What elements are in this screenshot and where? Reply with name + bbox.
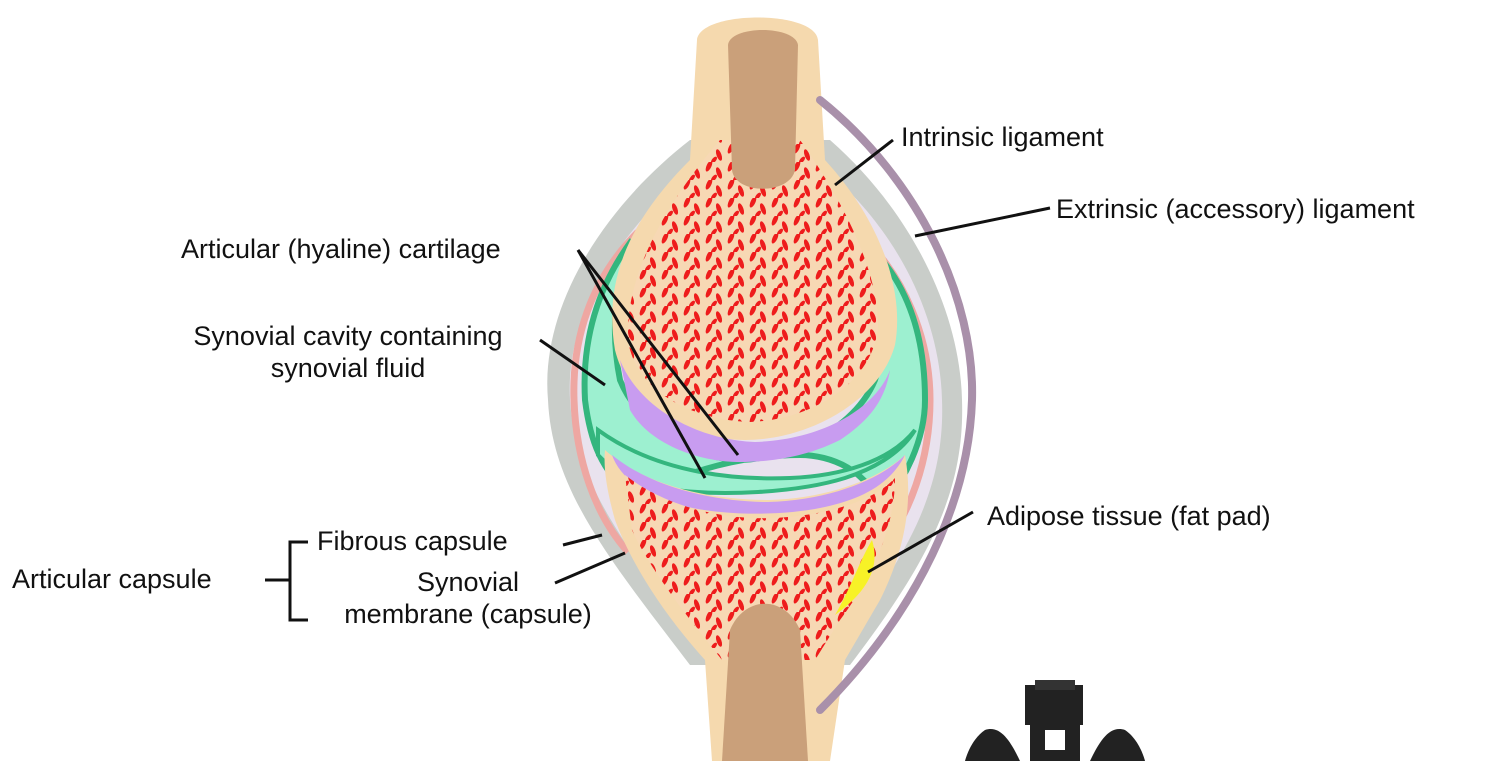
label-synovial-membrane-line2: membrane (capsule) — [318, 598, 618, 630]
articular-capsule-bracket — [265, 542, 308, 620]
institution-crest — [965, 680, 1145, 761]
label-synovial-cavity-line2: synovial fluid — [158, 352, 538, 384]
label-fibrous-capsule: Fibrous capsule — [317, 525, 508, 557]
label-adipose-tissue: Adipose tissue (fat pad) — [987, 500, 1271, 532]
label-extrinsic-ligament: Extrinsic (accessory) ligament — [1056, 193, 1415, 225]
label-intrinsic-ligament: Intrinsic ligament — [901, 121, 1104, 153]
label-synovial-membrane-line1: Synovial — [318, 566, 618, 598]
label-articular-cartilage: Articular (hyaline) cartilage — [181, 233, 501, 265]
lower-marrow-canal — [722, 604, 808, 761]
label-synovial-cavity: Synovial cavity containing synovial flui… — [158, 320, 538, 384]
label-articular-capsule: Articular capsule — [12, 563, 212, 595]
label-synovial-cavity-line1: Synovial cavity containing — [158, 320, 538, 352]
upper-marrow-canal — [728, 30, 798, 189]
leader-fibrous-capsule — [563, 535, 602, 545]
label-synovial-membrane: Synovial membrane (capsule) — [318, 566, 618, 630]
leader-extrinsic — [915, 208, 1050, 236]
